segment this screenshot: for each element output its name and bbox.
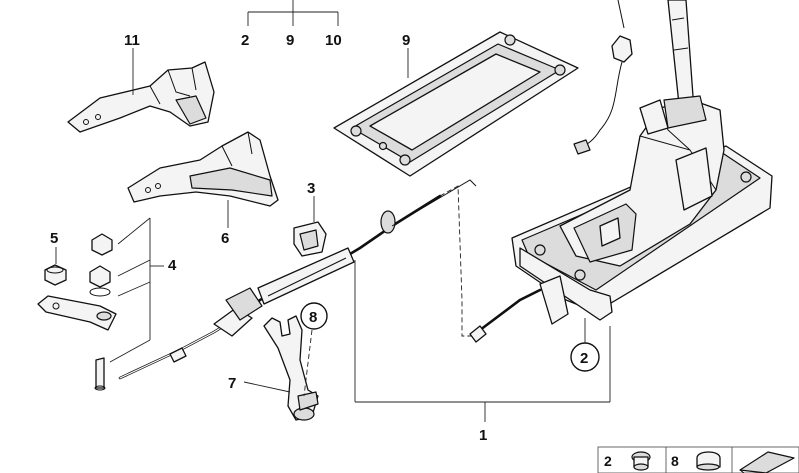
group-bracket-2-9-10 [247,0,339,26]
label-11: 11 [124,32,140,49]
legend-bolt-icon [631,451,651,471]
legend-cap-icon [696,451,721,471]
part-3-clip [293,221,327,257]
part-9-frame [333,31,579,177]
label-3: 3 [307,180,315,197]
dashed-cable-path [439,185,480,337]
wire-harness [573,0,633,155]
label-9-frame: 9 [402,32,410,49]
part-6-bracket [127,131,279,207]
cable-assembly [118,179,477,380]
label-5: 5 [50,230,58,247]
legend-number-8: 8 [671,453,679,469]
label-10-top: 10 [325,32,342,49]
bracket-1 [354,260,611,422]
label-7: 7 [228,375,236,392]
label-9-top: 9 [286,32,294,49]
part-7-bracket [263,315,319,421]
cable-end-fitting [469,325,487,343]
part-4-hardware-set [37,233,117,391]
cable-end [478,288,542,332]
part-5-nut [44,264,67,286]
legend-box: 2 8 [597,446,799,473]
label-6: 6 [221,230,229,247]
label-2-top: 2 [241,32,249,49]
bracket-4 [109,217,164,363]
label-8: 8 [309,309,317,326]
legend-number-2: 2 [604,453,612,469]
label-1: 1 [479,427,487,444]
part-1-shifter-housing [511,0,773,325]
leader-7 [243,381,291,393]
part-11-bracket [67,61,215,133]
label-2-circle: 2 [580,350,588,367]
label-4: 4 [168,257,177,274]
circle-8 [300,302,328,330]
dashed-leader-8 [303,329,313,397]
